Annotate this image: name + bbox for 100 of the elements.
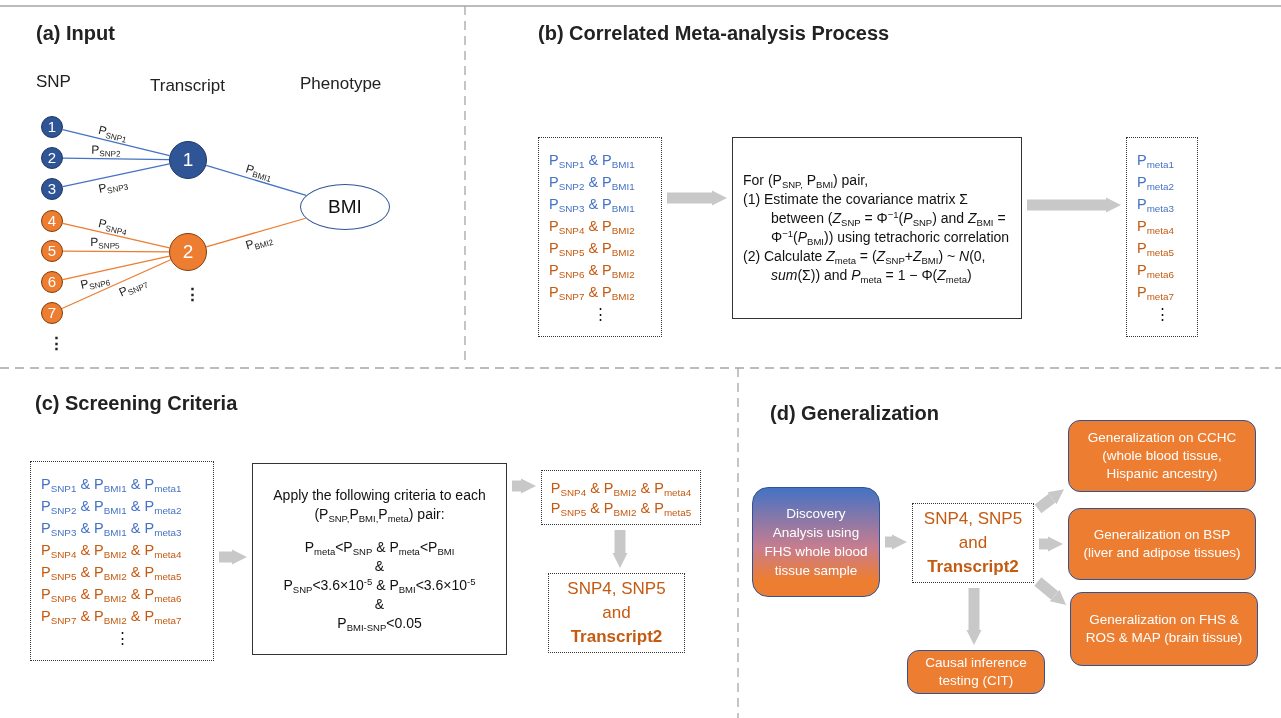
criteria-text: P$_{meta}$<P$_{SNP}$ & P$_{meta}$<P$_{BMI}$ (303, 537, 456, 557)
generalization-box (1070, 592, 1258, 666)
result-box (548, 573, 685, 653)
node-number: 1 (181, 149, 195, 171)
result-list-box (541, 470, 701, 525)
criteria-text: P$_{BMI-SNP}$<0.05 (336, 613, 423, 633)
phenotype-ellipse (300, 184, 390, 230)
block-arrow (612, 530, 628, 568)
block-arrow (1027, 197, 1121, 213)
box-text: Generalization on CCHC (whole blood tissue, Hispanic ancestry) (1086, 429, 1238, 483)
connector-line (62, 157, 170, 161)
snp-circle (41, 271, 63, 293)
edge-label: P$_{SNP2}$ (90, 142, 121, 157)
list-entry: P$_{SNP5}$ & P$_{BMI2}$ & P$_{meta5}$ (549, 498, 693, 518)
connector-line (62, 163, 171, 188)
block-arrow (885, 534, 907, 550)
snp-circle (41, 147, 63, 169)
method-step: For (P$_{SNP,}$ P$_{BMI}$) pair, (743, 171, 1011, 190)
snp-circle (41, 302, 63, 324)
list-entry: P$_{SNP4}$ & P$_{BMI2}$ & P$_{meta4}$ (41, 541, 183, 561)
column-heading: Phenotype (300, 74, 382, 94)
connector-line (62, 250, 170, 253)
list-entry: P$_{SNP3}$ & P$_{BMI1}$ (549, 195, 636, 215)
list-entry: P$_{meta2}$ (1137, 173, 1176, 193)
panel-title: (d) Generalization (770, 402, 939, 425)
snp-circle (41, 116, 63, 138)
connector-line (205, 164, 307, 197)
list-entry: P$_{SNP5}$ & P$_{BMI2}$ & P$_{meta5}$ (41, 563, 183, 583)
panel-title: (a) Input (36, 22, 115, 45)
snp-circle (41, 240, 63, 262)
list-entry: P$_{SNP3}$ & P$_{BMI1}$ & P$_{meta3}$ (41, 519, 183, 539)
snp-circle (41, 210, 63, 232)
ellipsis: ⋮ (113, 629, 131, 648)
block-arrow (512, 478, 536, 494)
method-box (732, 137, 1022, 319)
connector-line (62, 222, 171, 249)
list-entry: SNP4, SNP5 and Transcript2 (922, 508, 1024, 578)
criteria-box (252, 463, 507, 655)
node-number: 2 (181, 241, 195, 263)
list-entry: P$_{meta4}$ (1137, 217, 1176, 237)
column-heading: SNP (36, 72, 71, 92)
block-arrow (966, 588, 982, 645)
list-entry: P$_{SNP7}$ & P$_{BMI2}$ & P$_{meta7}$ (41, 607, 183, 627)
list-entry: P$_{SNP1}$ & P$_{BMI1}$ (549, 151, 636, 171)
list-entry: P$_{SNP2}$ & P$_{BMI1}$ & P$_{meta2}$ (41, 497, 183, 517)
panel-title: (b) Correlated Meta-analysis Process (538, 22, 890, 45)
box-text: Causal inference testing (CIT) (924, 654, 1028, 690)
block-arrow (1034, 577, 1067, 606)
ellipsis: ⋮ (48, 333, 65, 354)
edge-label: P$_{SNP4}$ (96, 215, 129, 236)
snp-circle (41, 178, 63, 200)
node-number: 2 (46, 149, 58, 167)
node-number: 4 (46, 212, 58, 230)
box-text: Generalization on FHS & ROS & MAP (brain tissue) (1084, 611, 1244, 647)
criteria-text: & (373, 594, 386, 614)
ellipsis: ⋮ (591, 305, 609, 324)
generalization-box (1068, 420, 1256, 492)
list-entry: P$_{meta5}$ (1137, 239, 1176, 259)
connector-line (62, 255, 171, 281)
generalization-box (1068, 508, 1256, 580)
block-arrow (219, 549, 247, 565)
box-text: Discovery Analysis using FHS whole blood tissue sample (763, 505, 869, 580)
method-step: (1) Estimate the covariance matrix Σ between (Z$_{SNP}$ = Φ$^{−1}$(P$_{SNP}$) and Z$_{BMI}$ = Φ$^{−1}$(P$_{BMI}$)) using tetrachoric correlation (743, 190, 1011, 247)
list-entry: P$_{meta6}$ (1137, 261, 1176, 281)
ellipsis: ⋮ (1153, 305, 1171, 324)
list-entry: P$_{SNP4}$ & P$_{BMI2}$ (549, 217, 636, 237)
node-number: 7 (46, 304, 58, 322)
block-arrow (1034, 489, 1064, 514)
method-step: (2) Calculate Z$_{meta}$ = (Z$_{SNP}$+Z$_{BMI}$) ~ N(0, sum(Σ)) and P$_{meta}$ = 1 − Φ(Z$_{meta}$) (743, 247, 1011, 285)
list-entry: P$_{SNP6}$ & P$_{BMI2}$ & P$_{meta6}$ (41, 585, 183, 605)
criteria-text: Apply the following criteria to each (P$_{SNP,}$P$_{BMI,}$P$_{meta}$) pair: (272, 485, 487, 524)
edge-label: P$_{SNP5}$ (90, 235, 121, 250)
list-entry: P$_{SNP7}$ & P$_{BMI2}$ (549, 283, 636, 303)
node-number: 1 (46, 118, 58, 136)
list-entry: P$_{SNP1}$ & P$_{BMI1}$ & P$_{meta1}$ (41, 475, 183, 495)
connector-line (205, 217, 307, 248)
criteria-text: P$_{SNP}$<3.6×10$^{-5}$ & P$_{BMI}$<3.6×10$^{-5}$ (282, 575, 477, 595)
list-entry: P$_{meta7}$ (1137, 283, 1176, 303)
column-heading: Transcript (150, 76, 225, 96)
criteria-text: & (373, 556, 386, 576)
list-entry: P$_{SNP5}$ & P$_{BMI2}$ (549, 239, 636, 259)
node-label: BMI (327, 196, 363, 218)
cit-box (907, 650, 1045, 694)
block-arrow (667, 190, 727, 206)
transcript-circle (169, 233, 207, 271)
result-box (912, 503, 1034, 583)
connector-line (62, 128, 171, 157)
ellipsis: ⋮ (184, 284, 201, 305)
node-number: 3 (46, 180, 58, 198)
list-entry: P$_{SNP2}$ & P$_{BMI1}$ (549, 173, 636, 193)
discovery-box (752, 487, 880, 597)
node-number: 5 (46, 242, 58, 260)
node-number: 6 (46, 273, 58, 291)
connector-line (61, 259, 172, 310)
list-entry: P$_{SNP4}$ & P$_{BMI2}$ & P$_{meta4}$ (549, 478, 693, 498)
pair-list-box (30, 461, 214, 661)
transcript-circle (169, 141, 207, 179)
block-arrow (1039, 536, 1063, 552)
list-entry: P$_{meta1}$ (1137, 151, 1176, 171)
list-entry: P$_{SNP6}$ & P$_{BMI2}$ (549, 261, 636, 281)
